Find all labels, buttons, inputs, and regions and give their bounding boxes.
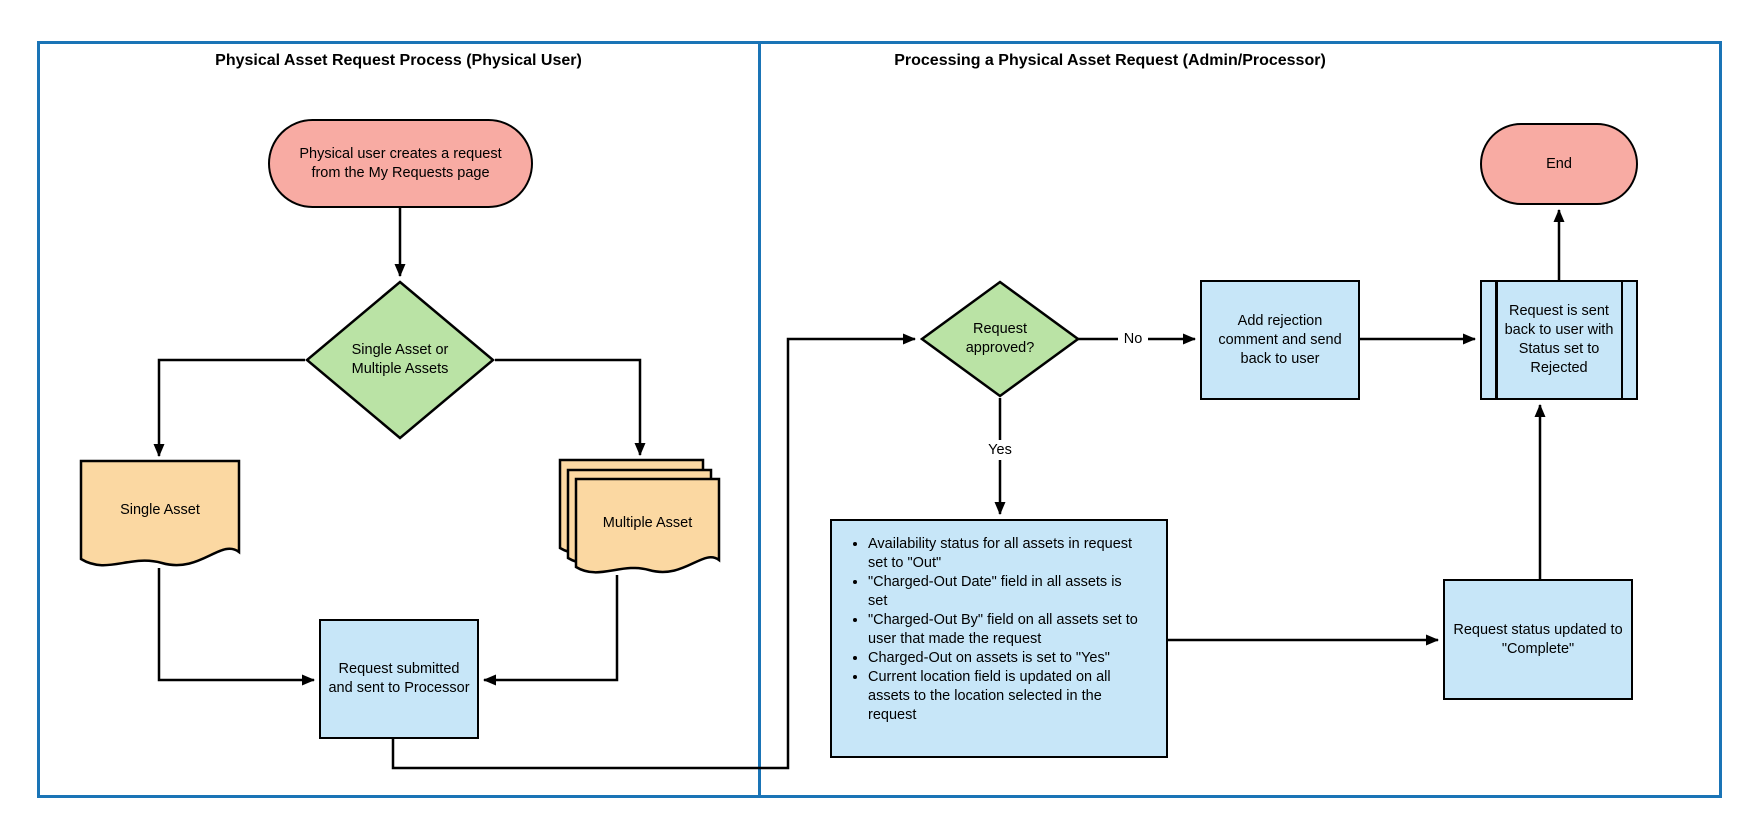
request-submitted-label: Request submitted and sent to Processor <box>328 661 470 696</box>
decision-request-approved: Request approved? <box>920 280 1080 398</box>
edge-label-yes: Yes <box>983 440 1017 460</box>
predefined-process-right-bar <box>1620 282 1623 398</box>
panel-divider <box>758 41 761 798</box>
yes-actions-list: Availability status for all assets in re… <box>838 525 1148 733</box>
left-panel-title: Physical Asset Request Process (Physical… <box>215 52 582 69</box>
request-submitted-process: Request submitted and sent to Processor <box>319 619 479 739</box>
bullet-item: Current location field is updated on all… <box>868 668 1140 725</box>
decision-single-or-multiple-label: Single Asset or Multiple Assets <box>351 342 449 377</box>
bullet-item: Charged-Out on assets is set to "Yes" <box>868 649 1140 668</box>
multiple-asset-label: Multiple Asset <box>602 514 693 531</box>
predefined-process-left-bar <box>1495 282 1498 398</box>
decision-request-approved-label: Request approved? <box>965 321 1035 356</box>
decision-single-or-multiple: Single Asset or Multiple Assets <box>305 280 495 440</box>
status-complete-label: Request status updated to "Complete" <box>1453 621 1623 657</box>
add-rejection-comment-label: Add rejection comment and send back to u… <box>1218 312 1342 367</box>
yes-actions-process: Availability status for all assets in re… <box>830 519 1168 758</box>
single-asset-label: Single Asset <box>120 502 200 518</box>
request-sent-back-label: Request is sent back to user with Status… <box>1504 303 1614 376</box>
request-sent-back-predefined-process: Request is sent back to user with Status… <box>1480 280 1638 400</box>
single-asset-document: Single Asset <box>79 459 241 575</box>
start-terminator-label: Physical user creates a request from the… <box>299 145 502 181</box>
bullet-item: "Charged-Out Date" field in all assets i… <box>868 573 1140 611</box>
end-terminator-label: End <box>1546 155 1572 172</box>
edge-label-no: No <box>1118 329 1148 349</box>
right-panel-title: Processing a Physical Asset Request (Adm… <box>894 52 1326 69</box>
document-shape <box>79 459 241 567</box>
status-complete-process: Request status updated to "Complete" <box>1443 579 1633 700</box>
bullet-item: Availability status for all assets in re… <box>868 535 1140 573</box>
add-rejection-comment-process: Add rejection comment and send back to u… <box>1200 280 1360 400</box>
multiple-asset-documents: Multiple Asset <box>558 458 721 579</box>
bullet-item: "Charged-Out By" field on all assets set… <box>868 611 1140 649</box>
start-terminator: Physical user creates a request from the… <box>268 119 533 208</box>
end-terminator: End <box>1480 123 1638 205</box>
diamond-shape <box>920 280 1080 398</box>
